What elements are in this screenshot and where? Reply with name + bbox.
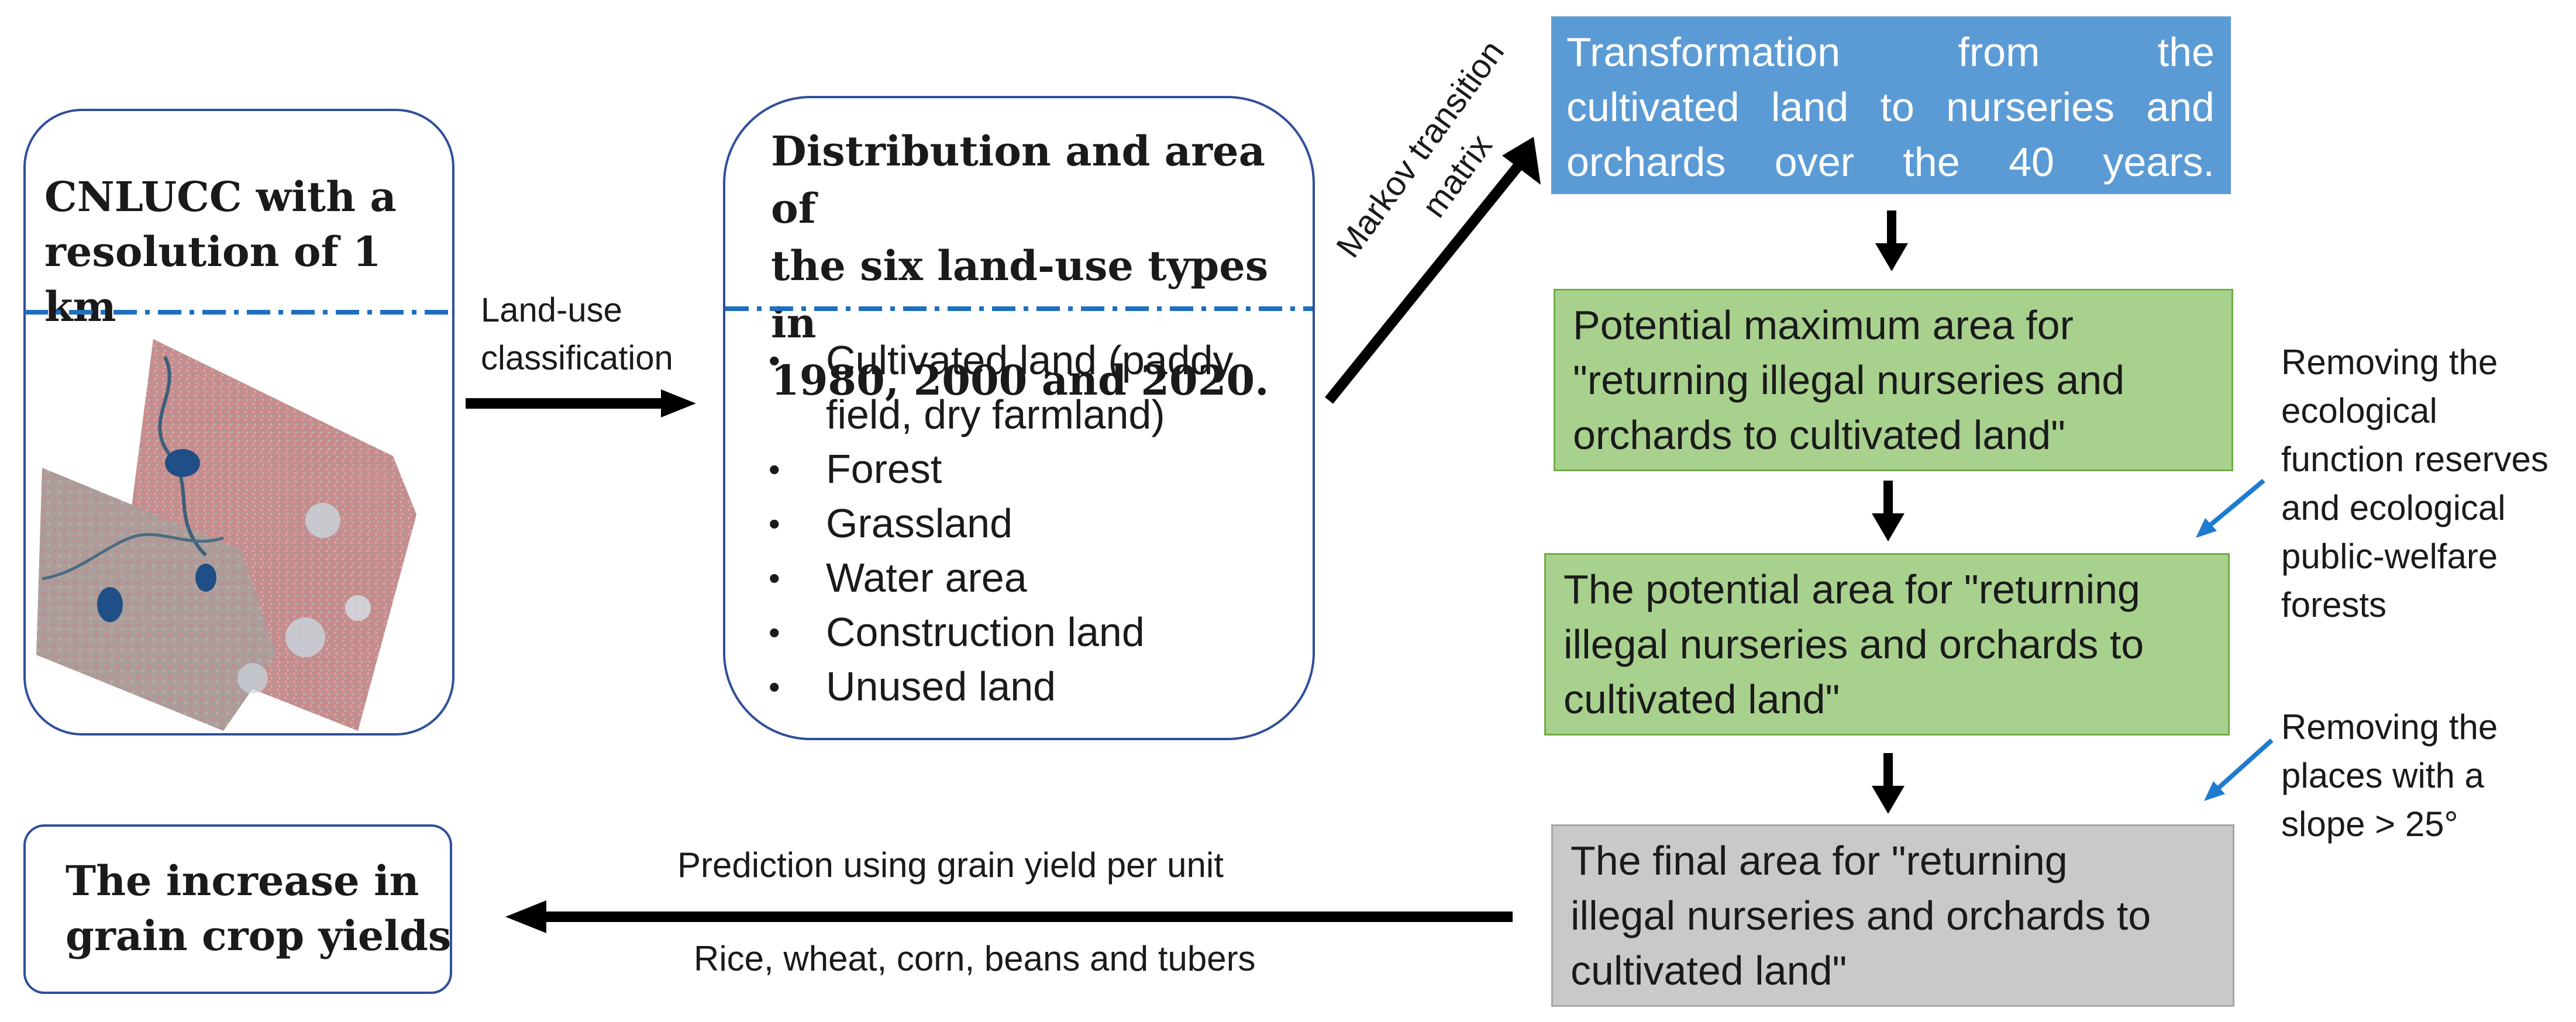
list-item: • Cultivated land (paddy [769,333,1234,388]
distribution-title: Distribution and area of the six land-us… [771,123,1303,409]
step-transformation-box: Transformation from the cultivated land … [1551,16,2231,194]
list-item: field, dry farmland) [826,388,1234,442]
note-reserves-line6: forests [2281,585,2387,624]
cnlucc-separator [25,310,454,315]
list-item-text: Grassland [826,500,1013,546]
note-slope-line3: slope > 25° [2281,805,2458,844]
result-text: The increase in grain crop yields [66,854,451,964]
land-use-list: • Cultivated land (paddy field, dry farml… [769,333,1234,714]
step1-line1: Transformation from the [1566,29,2215,75]
note-reserves-line1: Removing the [2281,343,2498,382]
list-item: • Grassland [769,496,1234,551]
cnlucc-title-line2: resolution of 1 km [44,227,381,331]
classification-label-line2: classification [481,339,673,377]
step4-line1: The final area for "returning [1571,838,2068,883]
note-remove-reserves: Removing the ecological function reserve… [2281,338,2549,629]
note-reserves-arrow [2196,478,2265,538]
flow-arrow-2 [1872,481,1905,541]
note-reserves-line5: public-welfare [2281,537,2498,576]
note-reserves-line3: function reserves [2281,440,2549,479]
step4-line2: illegal nurseries and orchards to [1571,893,2151,938]
step3-line1: The potential area for "returning [1563,567,2140,612]
list-item-text: field, dry farmland) [826,392,1165,437]
flow-arrow-1 [1875,210,1908,271]
prediction-label-top: Prediction using grain yield per unit [677,845,1224,885]
step-final-area-box: The final area for "returning illegal nu… [1551,824,2234,1007]
distribution-title-line3: 1980, 2000 and 2020. [771,356,1269,405]
note-slope-line2: places with a [2281,756,2484,795]
cnlucc-title: CNLUCC with a resolution of 1 km [44,170,454,334]
prediction-arrow [505,900,1513,933]
step1-line3: orchards over the 40 years. [1566,139,2215,185]
note-slope-line1: Removing the [2281,707,2498,747]
result-line2: grain crop yields [66,911,452,960]
list-item: • Unused land [769,660,1234,714]
step2-line3: orchards to cultivated land" [1573,412,2065,458]
result-box [23,824,452,994]
note-remove-slope: Removing the places with a slope > 25° [2281,703,2498,848]
satellite-imagery-icon [36,339,416,731]
result-line1: The increase in [66,857,419,905]
step-potential-maximum-box: Potential maximum area for "returning il… [1554,289,2233,471]
bullet: • [769,505,780,542]
markov-arrow [1324,137,1541,404]
list-item-text: Forest [826,446,942,492]
list-item-text: Cultivated land (paddy [826,337,1234,383]
list-item: • Water area [769,551,1234,605]
list-item-text: Unused land [826,664,1056,709]
step3-line2: illegal nurseries and orchards to [1563,622,2144,667]
distribution-title-line1: Distribution and area of [771,127,1265,233]
bullet: • [769,560,780,596]
step1-line2: cultivated land to nurseries and [1566,84,2215,130]
classification-label: Land-use classification [481,286,673,382]
step2-line2: "returning illegal nurseries and [1573,357,2125,403]
list-item: • Forest [769,442,1234,496]
distribution-title-line2: the six land-use types in [771,241,1269,347]
step2-line1: Potential maximum area for [1573,302,2074,348]
step3-line3: cultivated land" [1563,676,1840,722]
prediction-label-bottom: Rice, wheat, corn, beans and tubers [694,939,1256,978]
flow-arrow-3 [1872,753,1905,814]
distribution-separator [725,306,1313,311]
cnlucc-title-line1: CNLUCC with a [44,172,397,221]
list-item-text: Water area [826,555,1027,600]
list-item: • Construction land [769,605,1234,660]
note-reserves-line2: ecological [2281,391,2437,430]
note-slope-arrow [2204,738,2274,801]
bullet: • [769,342,780,379]
bullet: • [769,451,780,488]
classification-arrow [466,389,696,417]
list-item-text: Construction land [826,609,1145,655]
classification-label-line1: Land-use [481,291,622,329]
bullet: • [769,614,780,651]
step-potential-area-box: The potential area for "returning illega… [1544,553,2230,736]
note-reserves-line4: and ecological [2281,488,2506,527]
step4-line3: cultivated land" [1571,948,1847,993]
distribution-box [723,96,1315,740]
bullet: • [769,668,780,705]
